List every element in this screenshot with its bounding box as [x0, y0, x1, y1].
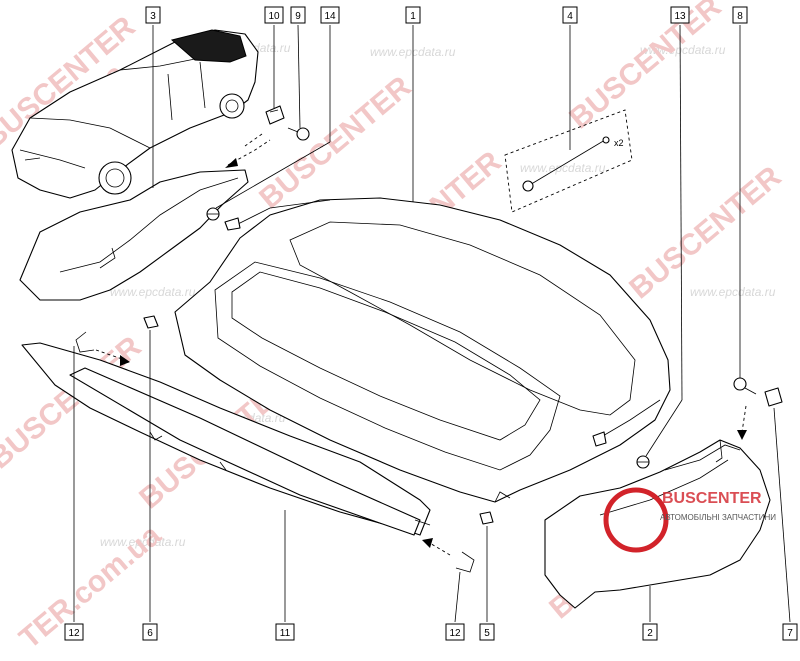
qty-label: x2	[614, 138, 624, 148]
callout-label: 1	[410, 11, 416, 22]
callout-3: 3	[145, 6, 161, 24]
part-clip-13	[636, 455, 650, 469]
callout-label: 7	[787, 628, 793, 639]
logo-tagline: АВТОМОБІЛЬНІ ЗАПЧАСТИНИ	[660, 513, 776, 522]
callout-label: 3	[150, 11, 156, 22]
watermark-site: www.epcdata.ru	[640, 43, 726, 57]
callout-6: 6	[142, 623, 158, 641]
callout-12: 12	[64, 623, 84, 641]
car-illustration	[11, 29, 259, 199]
callout-13: 13	[670, 6, 690, 24]
part-u-clip-12b	[422, 538, 475, 573]
watermark-brand: BUSCENTER	[253, 70, 417, 215]
part-block-6	[143, 315, 159, 329]
watermark-brand: BUSCENTER	[623, 160, 787, 305]
callout-label: 11	[280, 628, 291, 639]
part-clip-14	[206, 207, 220, 221]
callout-1: 1	[405, 6, 421, 24]
watermark-site: www.epcdata.ru	[100, 535, 186, 549]
part-screw-9	[244, 127, 310, 147]
watermark-site: www.epcdata.ru	[110, 285, 196, 299]
callout-label: 2	[647, 628, 653, 639]
part-clip-10	[265, 105, 285, 125]
watermark-site: www.epcdata.ru	[690, 285, 776, 299]
part-bracket-7	[764, 387, 783, 407]
callout-10: 10	[264, 6, 284, 24]
callout-label: 6	[147, 628, 153, 639]
part-left-side-trim	[19, 139, 271, 301]
callout-8: 8	[732, 6, 748, 24]
part-u-clip-12a	[75, 331, 130, 366]
callout-11: 11	[275, 623, 295, 641]
callout-label: 10	[268, 11, 280, 22]
part-luggage-net	[21, 342, 431, 536]
callout-12: 12	[445, 623, 465, 641]
callout-label: 12	[449, 628, 461, 639]
callout-4: 4	[562, 6, 578, 24]
callout-7: 7	[782, 623, 798, 641]
callout-label: 13	[674, 11, 686, 22]
callout-label: 14	[324, 11, 336, 22]
watermark-brand: BUSCENTER	[563, 0, 727, 135]
callout-label: 5	[484, 628, 490, 639]
callout-2: 2	[642, 623, 658, 641]
callout-14: 14	[320, 6, 340, 24]
part-screw-8	[733, 377, 757, 440]
callout-label: 12	[68, 628, 80, 639]
part-parcel-shelf	[174, 197, 671, 503]
callout-label: 8	[737, 11, 743, 22]
logo-name: BUSCENTER	[662, 490, 762, 507]
part-right-side-trim	[544, 439, 771, 609]
buscenter-logo: BUSCENTER АВТОМОБІЛЬНІ ЗАПЧАСТИНИ	[603, 487, 776, 553]
watermark-site: www.epcdata.ru	[520, 161, 606, 175]
callout-9: 9	[290, 6, 306, 24]
part-block-5	[479, 511, 494, 525]
leader-lines	[73, 24, 791, 623]
callout-5: 5	[479, 623, 495, 641]
callout-label: 4	[567, 11, 573, 22]
callout-label: 9	[295, 11, 301, 22]
part-strap-kit: x2	[504, 109, 633, 213]
